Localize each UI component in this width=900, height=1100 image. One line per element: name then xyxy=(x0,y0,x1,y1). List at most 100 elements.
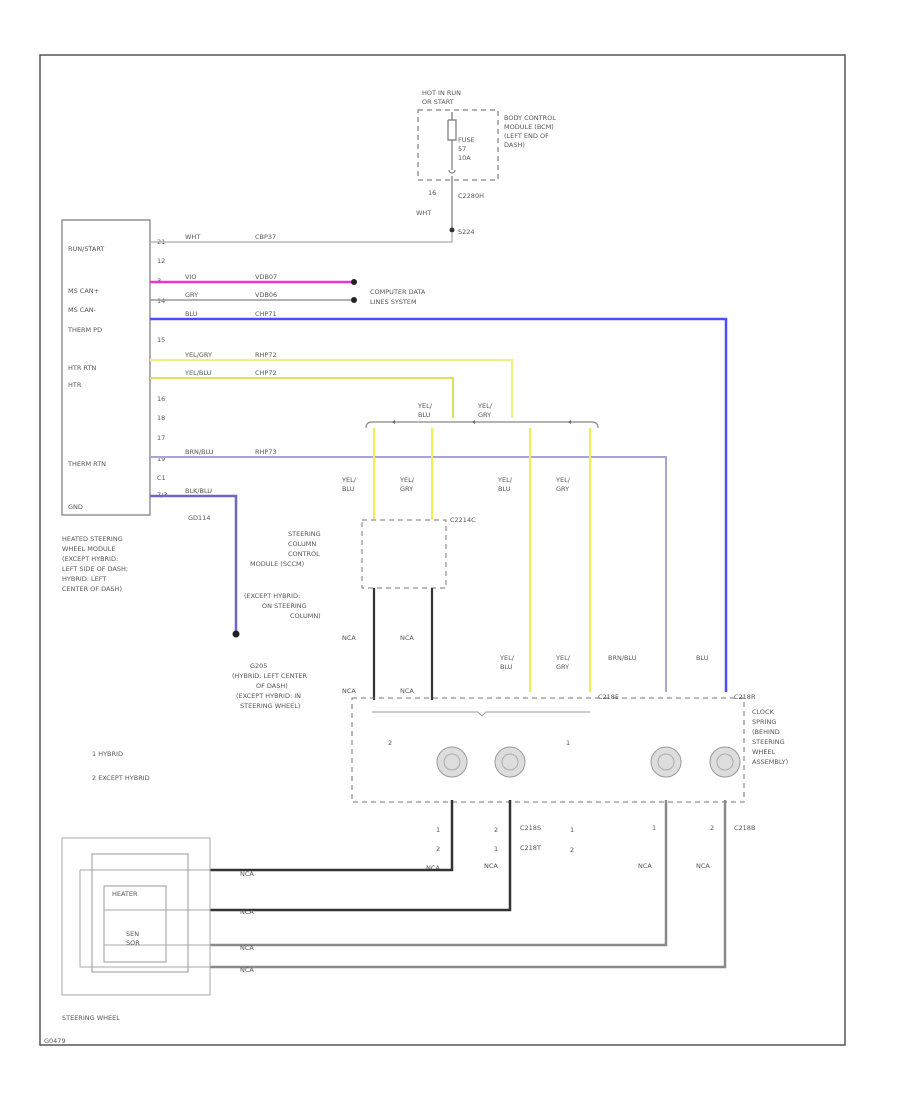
wire-run-circuit: CBP37 xyxy=(255,233,276,241)
sensor-label-2: SOR xyxy=(126,939,140,947)
blu-label: BLU xyxy=(696,654,709,662)
bcm-label: BODY CONTROL xyxy=(504,114,556,122)
pin-num: 2 xyxy=(494,826,498,834)
heater-label: HEATER xyxy=(112,890,138,898)
splice-label: BLU xyxy=(418,411,431,419)
module-pin-labels: RUN/START MS CAN+ MS CAN- THERM PD HTR R… xyxy=(67,245,106,511)
bracket-num: 2 xyxy=(388,739,392,747)
yellow-drops xyxy=(373,428,591,692)
clockspring-line: SPRING xyxy=(752,718,776,726)
splice-label: YEL/ xyxy=(477,402,493,410)
sccm-connector: C2214C xyxy=(450,516,476,524)
fuse-block: HOT IN RUN OR START FUSE 57 10A BODY CON… xyxy=(416,89,556,236)
splice-label: GRY xyxy=(478,411,491,419)
legend-hybrid: 1 HYBRID xyxy=(92,750,123,758)
steering-wheel-outer-box xyxy=(61,837,211,996)
brn-blu-label: BRN/BLU xyxy=(608,654,637,662)
connector-c218t: C218T xyxy=(520,844,541,852)
nca-label: NCA xyxy=(240,944,254,952)
sccm-caption-line: COLUMN xyxy=(288,540,316,548)
drop-label: GRY xyxy=(556,663,569,671)
drop-label: YEL/ xyxy=(399,476,415,484)
heater-element xyxy=(103,885,167,963)
pin-num: 16 xyxy=(157,395,165,403)
dot-can-lo xyxy=(351,297,357,303)
nca-label: NCA xyxy=(240,966,254,974)
pin-num: 1 xyxy=(570,826,574,834)
figure-code: G0479 xyxy=(44,1037,66,1045)
ground-dot-g205 xyxy=(232,630,240,638)
fuse-wire xyxy=(447,112,457,228)
drop-label: BLU xyxy=(500,663,513,671)
wire-run-color: WHT xyxy=(185,233,200,241)
pin-num: 19 xyxy=(157,455,165,463)
wire-can-lo-color: GRY xyxy=(185,291,198,299)
module-caption: HEATED STEERING WHEEL MODULE (EXCEPT HYB… xyxy=(62,535,128,593)
sccm-caption-line: CONTROL xyxy=(288,550,320,558)
nca-label: NCA xyxy=(342,634,356,642)
module-caption-line: CENTER OF DASH) xyxy=(62,585,122,593)
diagram-border xyxy=(39,54,846,1046)
connector-c218b: C218B xyxy=(734,824,755,832)
drop-label: BLU xyxy=(498,485,511,493)
wire-can-hi-color: VIO xyxy=(185,273,196,281)
pin-label-run-start: RUN/START xyxy=(68,245,104,253)
drop-label: BLU xyxy=(342,485,355,493)
nca-label: NCA xyxy=(400,634,414,642)
bracket-num: 1 xyxy=(566,739,570,747)
nca-label: NCA xyxy=(342,687,356,695)
pin-label-htr: HTR xyxy=(68,381,82,389)
dot-can-hi xyxy=(351,279,357,285)
wire-htr-circuit: CHP72 xyxy=(255,369,277,377)
nca-label: NCA xyxy=(240,908,254,916)
sccm-box xyxy=(361,519,447,589)
sensor-label: SEN xyxy=(126,930,139,938)
pin-num: 17 xyxy=(157,434,165,442)
wire-gnd-color: BLK/BLU xyxy=(185,487,212,495)
wire-htr xyxy=(150,377,454,418)
ground-text: (HYBRID: LEFT CENTER xyxy=(232,672,308,680)
drop-label: GRY xyxy=(400,485,413,493)
bcm-label-2: MODULE (BCM) xyxy=(504,123,554,131)
ground-text: STEERING WHEEL) xyxy=(240,702,300,710)
fuse-rating: 10A xyxy=(458,154,471,162)
nca-label: NCA xyxy=(240,870,254,878)
drop-label: YEL/ xyxy=(555,476,571,484)
wire-therm-color: BLU xyxy=(185,310,198,318)
ground-text: (EXCEPT HYBRID: IN xyxy=(236,692,301,700)
clockspring-bracket xyxy=(372,711,590,717)
nca-label: NCA xyxy=(696,862,710,870)
heated-wheel-module-box xyxy=(61,219,151,516)
ground-label: G205 (HYBRID: LEFT CENTER OF DASH) (EXCE… xyxy=(232,662,308,710)
pin-num: 1 xyxy=(494,845,498,853)
pin-num: 1 xyxy=(436,826,440,834)
module-caption-line: HEATED STEERING xyxy=(62,535,123,543)
pin-num: C1 xyxy=(157,474,166,482)
module-caption-line: HYBRID: LEFT xyxy=(62,575,106,583)
sccm-out-wires xyxy=(372,588,434,700)
pin-label-htr-rtn: HTR RTN xyxy=(68,364,96,372)
connector-c218s: C218S xyxy=(520,824,541,832)
wire-can-lo-circuit: VDB06 xyxy=(255,291,277,299)
wire-therm-rtn-color: BRN/BLU xyxy=(185,448,214,456)
pin-num: 14 xyxy=(157,297,165,305)
pin-label-ms-can-lo: MS CAN- xyxy=(68,306,97,314)
pin-num: 2 xyxy=(436,845,440,853)
ground-text: OF DASH) xyxy=(256,682,288,690)
module-caption-line: LEFT SIDE OF DASH; xyxy=(62,565,128,573)
connector-c218e: C218E xyxy=(598,693,619,701)
pin-num: 1 xyxy=(652,824,656,832)
clockspring-box xyxy=(351,697,745,803)
splice-dot-s224 xyxy=(449,227,455,233)
pin-label-therm-rtn: THERM RTN xyxy=(67,460,106,468)
wire-run-start xyxy=(150,232,453,243)
clockspring-line: STEERING xyxy=(752,738,785,746)
bcm-pin-number: 16 xyxy=(428,189,436,197)
ground-text: G205 xyxy=(250,662,267,670)
pin-num: 12 xyxy=(157,257,165,265)
computer-data-label: COMPUTER DATA xyxy=(370,288,426,296)
pin-label-therm-pd: THERM PD xyxy=(67,326,102,334)
connector-c218r: C218R xyxy=(734,693,756,701)
clockspring-line: WHEEL xyxy=(752,748,776,756)
wire-htr-color: YEL/BLU xyxy=(184,369,212,377)
